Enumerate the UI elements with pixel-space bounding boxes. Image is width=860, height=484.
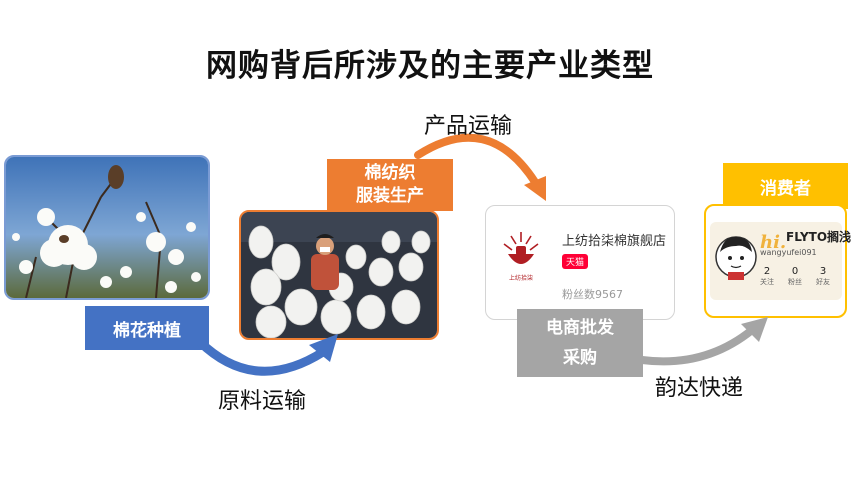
profile-stats: 2 关注 0 粉丝 3 好友 xyxy=(760,266,830,287)
stat-following[interactable]: 2 关注 xyxy=(760,266,774,287)
textile-factory-photo xyxy=(241,212,437,338)
stat-fans-value: 0 xyxy=(791,266,799,277)
stat-fans[interactable]: 0 粉丝 xyxy=(788,266,802,287)
svg-text:hi.: hi. xyxy=(760,232,786,253)
route-express: 韵达快递 xyxy=(655,376,744,401)
profile-banner-logo: hi. xyxy=(760,232,786,253)
cotton-planting-label: 棉花种植 xyxy=(85,306,209,350)
avatar[interactable] xyxy=(714,232,758,282)
profile-handle: wangyufei091 xyxy=(760,248,817,257)
profile-card: hi. FLYTO搁浅 wangyufei091 2 关注 0 粉丝 3 好友 xyxy=(704,204,851,318)
stat-fans-label: 粉丝 xyxy=(788,278,802,286)
arrow-raw-transport-head xyxy=(309,334,338,362)
arrow-express-head xyxy=(741,317,768,342)
arrow-express xyxy=(638,326,756,366)
ecommerce-label-line2: 采购 xyxy=(563,348,597,368)
store-card: 上纺拾柒 上纺拾柒棉旗舰店 天猫 粉丝数9567 xyxy=(485,205,675,320)
store-name[interactable]: 上纺拾柒棉旗舰店 xyxy=(562,234,667,249)
textile-garment-label: 棉纺织 服装生产 xyxy=(327,159,453,211)
tmall-badge: 天猫 xyxy=(562,254,589,269)
stat-following-value: 2 xyxy=(763,266,771,277)
page-title: 网购背后所涉及的主要产业类型 xyxy=(206,48,654,84)
textile-label-line2: 服装生产 xyxy=(356,186,424,206)
textile-label-line1: 棉纺织 xyxy=(364,163,416,183)
route-raw-transport: 原料运输 xyxy=(218,389,307,414)
stat-friends-label: 好友 xyxy=(816,278,830,286)
cotton-photo-frame xyxy=(4,155,210,300)
profile-name[interactable]: FLYTO搁浅 xyxy=(786,230,852,244)
textile-photo-frame xyxy=(239,210,439,340)
svg-text:上纺拾柒: 上纺拾柒 xyxy=(509,274,533,282)
stat-friends[interactable]: 3 好友 xyxy=(816,266,830,287)
consumer-label: 消费者 xyxy=(723,163,848,209)
ecommerce-label-line1: 电商批发 xyxy=(546,318,614,338)
arrow-product-transport xyxy=(414,133,539,186)
cotton-photo xyxy=(6,157,208,298)
store-fans-count: 粉丝数9567 xyxy=(562,288,623,301)
arrow-product-transport-head xyxy=(524,176,546,201)
route-product-transport: 产品运输 xyxy=(424,114,513,139)
arrow-raw-transport xyxy=(195,337,328,376)
store-logo-icon: 上纺拾柒 xyxy=(503,232,539,282)
stat-friends-value: 3 xyxy=(819,266,827,277)
stat-following-label: 关注 xyxy=(760,278,774,286)
ecommerce-purchase-label: 电商批发 采购 xyxy=(517,309,643,377)
